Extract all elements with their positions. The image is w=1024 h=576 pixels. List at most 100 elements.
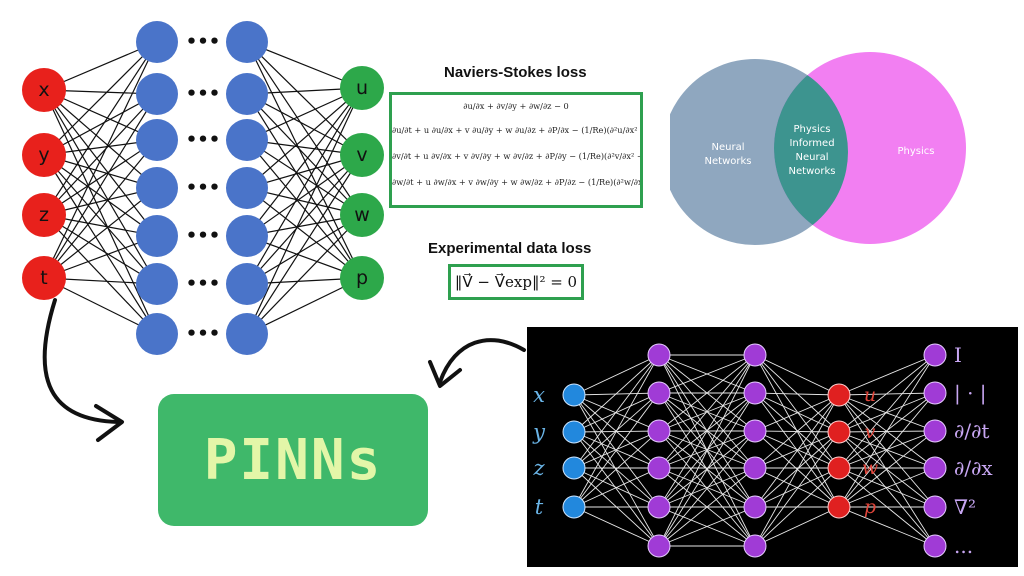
venn-overlap	[774, 59, 848, 244]
continuity-equation: ∂u/∂x + ∂v/∂y + ∂w/∂z − 0	[463, 101, 569, 111]
connection-line	[246, 41, 363, 279]
connection-line	[838, 430, 936, 508]
connection-line	[246, 41, 363, 156]
connection-line	[43, 41, 158, 279]
connection-line	[754, 506, 840, 547]
connection-line	[573, 354, 660, 469]
operator-label: ∂/∂x	[954, 456, 993, 480]
output-variable-label: v	[865, 421, 876, 443]
connection-line	[573, 431, 660, 547]
ellipsis: •••	[186, 274, 221, 295]
hidden-node	[226, 21, 268, 63]
operator-node	[923, 456, 947, 480]
connection-line	[838, 506, 936, 547]
connection-line	[246, 139, 363, 279]
hidden-node	[743, 419, 767, 443]
connection-line	[573, 392, 660, 508]
connection-line	[573, 392, 660, 433]
input-node-label: y	[38, 144, 49, 166]
hidden-node	[743, 495, 767, 519]
output-node	[340, 193, 384, 237]
output-variable-label: p	[864, 496, 876, 518]
output-node-label: w	[354, 204, 370, 226]
connection-line	[754, 467, 840, 508]
connection-line	[43, 41, 158, 156]
network-connections	[573, 354, 936, 547]
connection-line	[573, 394, 660, 432]
hidden-node	[136, 119, 178, 161]
connection-line	[246, 214, 363, 285]
hidden-node	[743, 381, 767, 405]
connection-line	[43, 89, 158, 237]
output-node-label: v	[356, 144, 367, 166]
connection-line	[754, 431, 840, 469]
output-node	[340, 256, 384, 300]
hidden-node	[647, 343, 671, 367]
momentum-equation-v: ∂v/∂t + u ∂v/∂x + v ∂v/∂y + w ∂v/∂z + ∂P…	[392, 151, 640, 161]
venn-label-line: Physics	[794, 124, 831, 135]
connection-line	[838, 392, 936, 433]
output-node-label: p	[356, 267, 368, 289]
connection-line	[754, 392, 840, 469]
output-variable-node	[827, 420, 851, 444]
hidden-node	[743, 343, 767, 367]
hidden-node	[226, 215, 268, 257]
hidden-node	[136, 215, 178, 257]
momentum-equation-w: ∂w/∂t + u ∂w/∂x + v ∂w/∂y + w ∂w/∂z + ∂P…	[392, 177, 643, 187]
arrow-head-left	[94, 404, 124, 442]
input-variable-label: x	[533, 383, 545, 407]
hidden-node	[226, 73, 268, 115]
venn-label-line: Neural	[796, 152, 829, 163]
hidden-node	[647, 419, 671, 443]
operator-label: ∇²	[954, 495, 976, 519]
connection-line	[838, 354, 936, 433]
arrow-head-right	[428, 360, 462, 388]
connection-line	[754, 394, 840, 432]
venn-label-line: Networks	[789, 166, 836, 177]
connection-line	[43, 154, 158, 285]
operator-node	[923, 419, 947, 443]
connection-line	[754, 430, 840, 469]
connection-line	[573, 394, 660, 508]
connection-line	[658, 354, 756, 547]
connection-line	[754, 354, 840, 433]
connection-line	[573, 506, 660, 547]
pinns-label: PINNs	[203, 427, 383, 493]
connection-line	[573, 467, 660, 508]
connection-line	[573, 354, 660, 508]
hidden-node	[136, 263, 178, 305]
connection-line	[246, 41, 363, 216]
output-variable-node	[827, 495, 851, 519]
hidden-node	[743, 456, 767, 480]
connection-line	[838, 354, 936, 469]
momentum-equation-u: ∂u/∂t + u ∂u/∂x + v ∂u/∂y + w ∂u/∂z + ∂P…	[392, 125, 640, 135]
ellipsis: •••	[186, 130, 221, 151]
connection-line	[43, 93, 158, 279]
output-variable-label: w	[862, 457, 878, 479]
hidden-node	[226, 167, 268, 209]
hidden-node	[136, 167, 178, 209]
navier-stokes-title: Naviers-Stokes loss	[444, 64, 587, 81]
pinns-box: PINNs	[158, 394, 428, 526]
connection-line	[754, 394, 840, 469]
output-node	[340, 66, 384, 110]
operator-node	[923, 495, 947, 519]
connection-line	[838, 467, 936, 508]
output-variable-label: u	[864, 384, 876, 406]
connection-line	[838, 354, 936, 396]
connection-line	[658, 467, 756, 547]
connection-line	[838, 394, 936, 508]
connection-line	[838, 394, 936, 547]
connection-line	[43, 89, 158, 335]
connection-line	[658, 354, 756, 432]
connection-line	[573, 354, 660, 433]
hidden-node	[136, 73, 178, 115]
operator-node	[923, 381, 947, 405]
connection-line	[658, 392, 756, 547]
ellipsis: •••	[186, 324, 221, 345]
hidden-node	[647, 381, 671, 405]
connection-line	[43, 139, 158, 216]
input-node	[562, 420, 586, 444]
hidden-node	[647, 495, 671, 519]
